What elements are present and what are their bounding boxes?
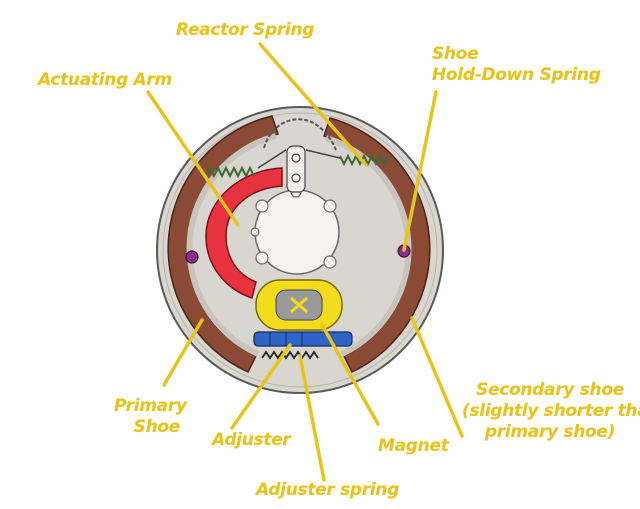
leader-lines <box>146 42 464 482</box>
secondary-line-1: Secondary shoe <box>476 380 624 400</box>
leader-magnet <box>320 323 380 426</box>
magnet <box>255 279 343 331</box>
anchor-chain <box>263 118 337 151</box>
primary-hold-down-pin <box>185 250 199 264</box>
adjuster-text: Adjuster <box>212 430 291 450</box>
label-adjuster: Adjuster <box>212 430 291 451</box>
label-secondary-shoe: Secondary shoe (slightly shorter than pr… <box>462 380 640 443</box>
primary-shoe-web <box>186 133 277 357</box>
left-return-spring <box>205 149 287 179</box>
reactor-spring <box>305 149 389 167</box>
label-magnet: Magnet <box>378 436 449 457</box>
leader-adjuster-spring <box>298 354 326 482</box>
secondary-shoe-web <box>325 135 412 357</box>
label-primary-shoe: Primary Shoe <box>114 396 187 438</box>
actuating-arm-text: Actuating Arm <box>38 70 172 90</box>
adjuster-spring <box>261 350 319 360</box>
leader-actuating-arm <box>146 90 240 227</box>
magnet-text: Magnet <box>378 436 449 456</box>
leader-reactor-spring <box>258 42 368 167</box>
backing-plate-rim <box>162 112 438 388</box>
leader-adjuster <box>230 343 292 430</box>
stud-holes <box>250 186 337 269</box>
primary-line-1: Primary <box>114 396 187 416</box>
label-reactor-spring: Reactor Spring <box>176 20 314 41</box>
leader-hold-down-spring <box>402 90 438 252</box>
hold-down-line-2: Hold-Down Spring <box>432 65 601 85</box>
leader-primary-shoe <box>162 318 204 387</box>
leader-secondary-shoe <box>410 316 464 438</box>
secondary-line-2: (slightly shorter than <box>462 401 640 421</box>
primary-line-2: Shoe <box>133 417 181 437</box>
label-adjuster-spring: Adjuster spring <box>256 480 399 501</box>
anchor-post <box>286 145 306 193</box>
adjuster <box>253 331 353 347</box>
label-actuating-arm: Actuating Arm <box>38 70 172 91</box>
adjuster-spring-text: Adjuster spring <box>256 480 400 500</box>
hold-down-line-1: Shoe <box>432 44 479 64</box>
label-shoe-hold-down-spring: Shoe Hold-Down Spring <box>432 44 601 86</box>
secondary-line-3: primary shoe) <box>484 422 616 442</box>
reactor-spring-text: Reactor Spring <box>176 20 315 40</box>
